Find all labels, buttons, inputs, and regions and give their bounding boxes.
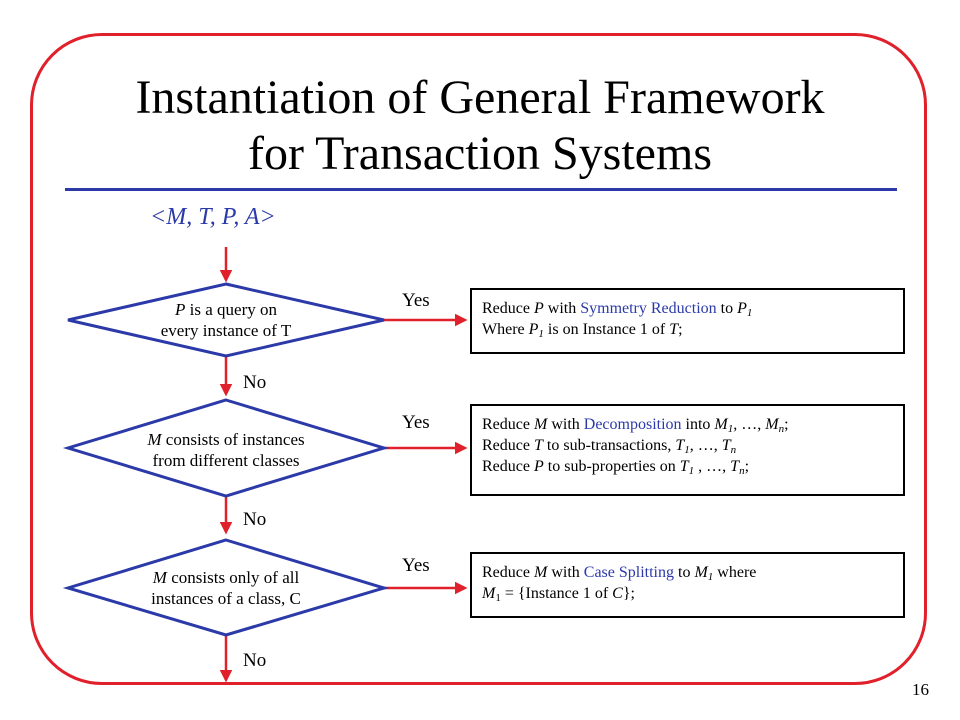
action-box-case-splitting: Reduce M with Case Splitting to M1 where… <box>470 552 905 618</box>
decision-diamond-3 <box>62 538 390 637</box>
action-1-line-1: Reduce P with Symmetry Reduction to P1 <box>482 300 753 319</box>
title-underline <box>65 188 897 191</box>
yes-label-2: Yes <box>402 412 430 433</box>
action-2-line-2: Reduce T to sub-transactions, T1, …, Tn <box>482 437 737 456</box>
title-line-1: Instantiation of General Framework <box>135 71 825 124</box>
action-box-decomposition: Reduce M with Decomposition into M1, …, … <box>470 404 905 496</box>
decision-diamond-1 <box>67 282 385 358</box>
framework-tuple: <M, T, P, A> <box>150 204 276 230</box>
decision-text-3: M consists only of all instances of a cl… <box>151 568 301 608</box>
action-2-line-1: Reduce M with Decomposition into M1, …, … <box>482 416 789 435</box>
action-box-symmetry: Reduce P with Symmetry Reduction to P1 W… <box>470 288 905 354</box>
decision-text-2: M consists of instances from different c… <box>147 430 305 470</box>
yes-label-1: Yes <box>402 290 430 311</box>
page-number: 16 <box>912 680 929 699</box>
decision-text-1: P is a query on every instance of T <box>160 300 292 340</box>
decision-diamond-2 <box>62 398 390 498</box>
no-label-1: No <box>243 372 267 393</box>
no-label-3: No <box>243 650 267 671</box>
slide-frame <box>30 33 927 685</box>
no-label-2: No <box>243 509 267 530</box>
action-2-line-3: Reduce P to sub-properties on T1 , …, Tn… <box>482 458 750 477</box>
action-3-line-2: M1 = {Instance 1 of C}; <box>482 585 635 604</box>
yes-label-3: Yes <box>402 555 430 576</box>
slide-title: Instantiation of General Framework for T… <box>60 70 900 182</box>
title-line-2: for Transaction Systems <box>247 127 712 180</box>
action-1-line-2: Where P1 is on Instance 1 of T; <box>482 321 683 340</box>
action-3-line-1: Reduce M with Case Splitting to M1 where <box>482 564 757 583</box>
